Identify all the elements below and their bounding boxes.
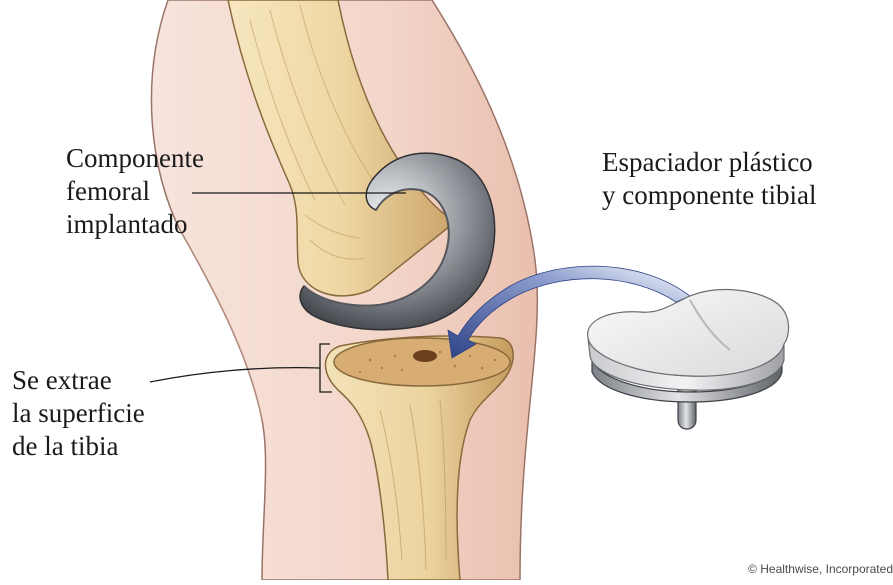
- tibial-component: [588, 290, 789, 429]
- label-tibia-surface: Se extrae la superficie de la tibia: [12, 364, 145, 463]
- label-femoral-component: Componente femoral implantado: [66, 142, 204, 241]
- label-tibial-component: Espaciador plástico y componente tibial: [602, 146, 816, 212]
- copyright-notice: © Healthwise, Incorporated: [748, 562, 893, 576]
- tibia-cut-hole: [413, 350, 437, 362]
- tibia-cut-surface: [334, 338, 510, 386]
